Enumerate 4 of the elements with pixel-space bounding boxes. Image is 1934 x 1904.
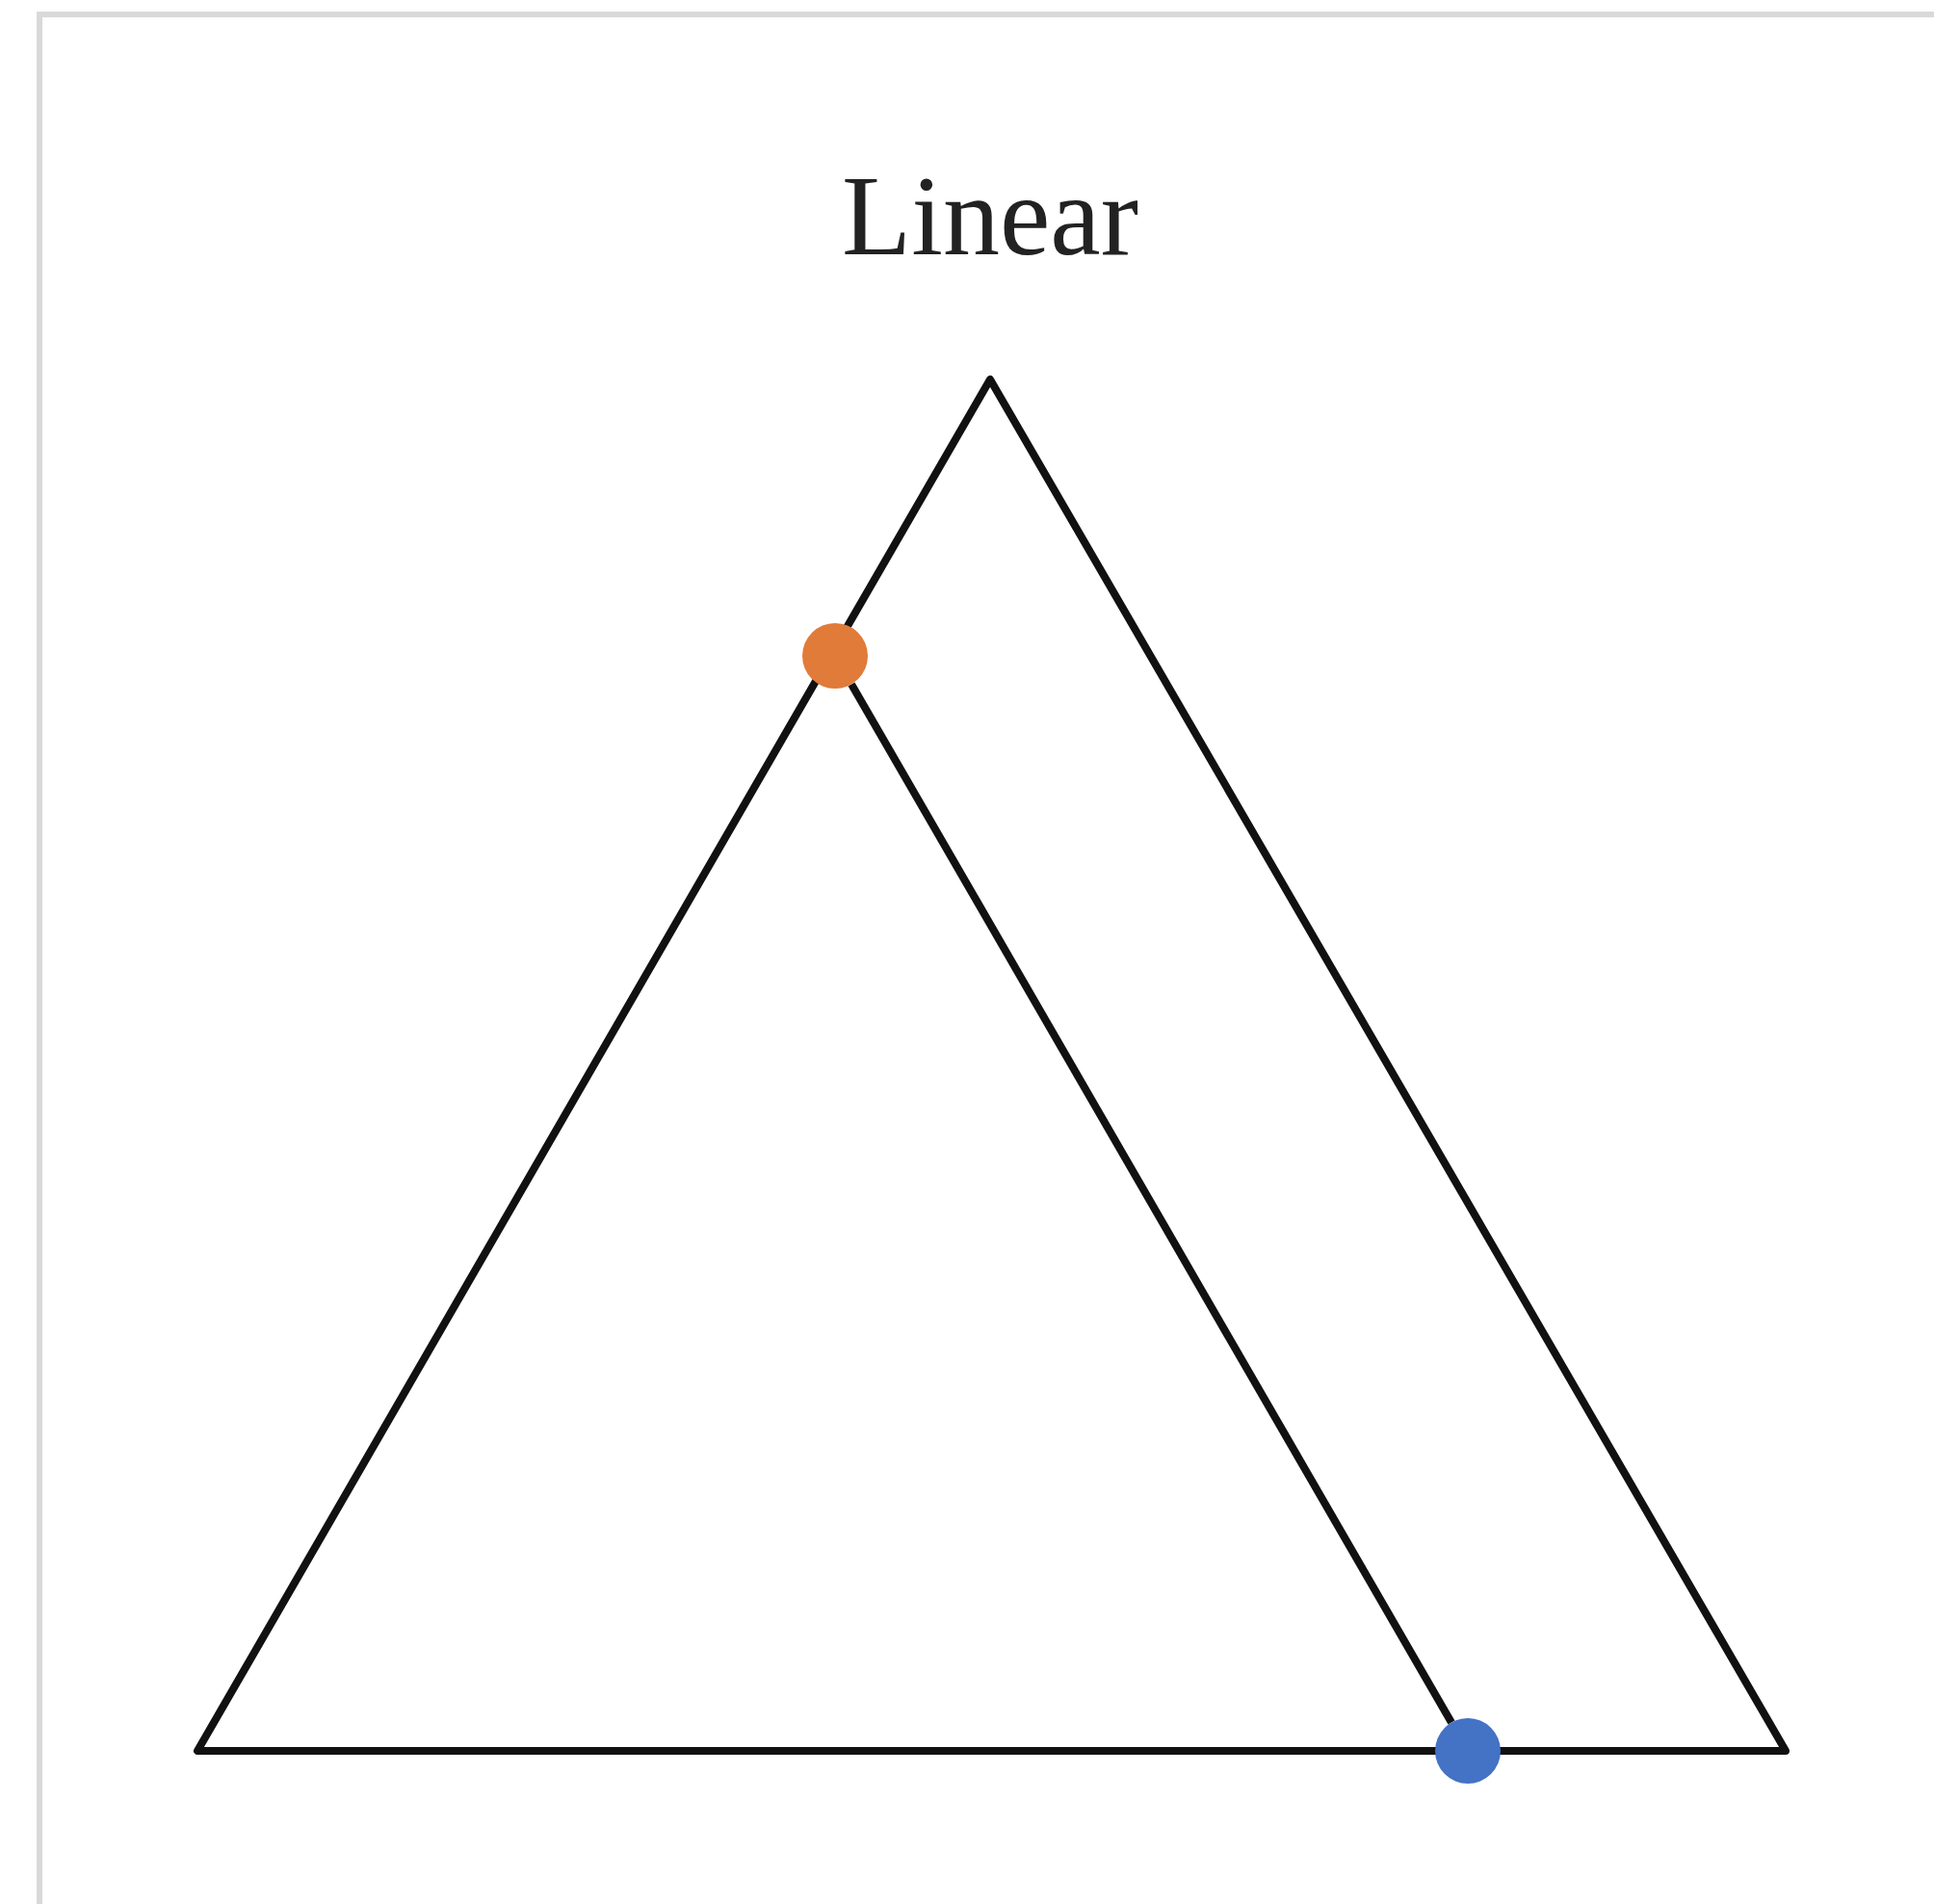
- line-segment: [848, 682, 1455, 1725]
- point-marker: [802, 623, 868, 689]
- title: Linear: [841, 154, 1139, 279]
- point-marker: [1435, 1718, 1501, 1784]
